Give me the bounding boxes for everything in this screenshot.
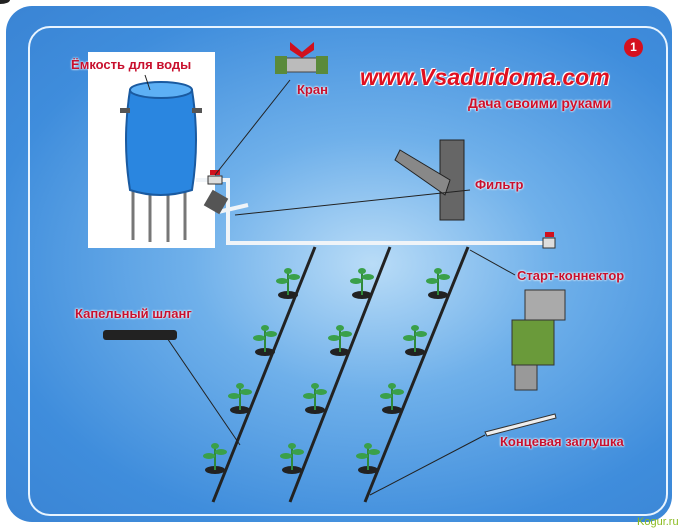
- label-drip-hose: Капельный шланг: [75, 306, 192, 321]
- page-number-badge: 1: [624, 38, 643, 57]
- label-start-connector: Старт-коннектор: [517, 268, 625, 283]
- drip-laterals: [211, 246, 470, 503]
- label-tank: Ёмкость для воды: [71, 57, 192, 72]
- site-tagline: Дача своими руками: [468, 95, 612, 111]
- drip-hose-icon: [103, 330, 177, 340]
- label-end-plug: Концевая заглушка: [500, 434, 624, 449]
- watermark: Kogur.ru: [637, 516, 679, 528]
- panel-border: [28, 26, 668, 516]
- site-url: www.Vsaduidoma.com: [360, 64, 610, 90]
- water-barrel: [120, 81, 202, 242]
- plants: [0, 0, 451, 475]
- tap-icon: [207, 42, 556, 249]
- end-plug-icon: [484, 413, 557, 437]
- filter-icon: [203, 139, 465, 221]
- label-filter: Фильтр: [475, 177, 524, 192]
- label-tap: Кран: [297, 82, 328, 97]
- pointer-lines: [144, 74, 516, 496]
- start-connector-icon: [511, 289, 566, 391]
